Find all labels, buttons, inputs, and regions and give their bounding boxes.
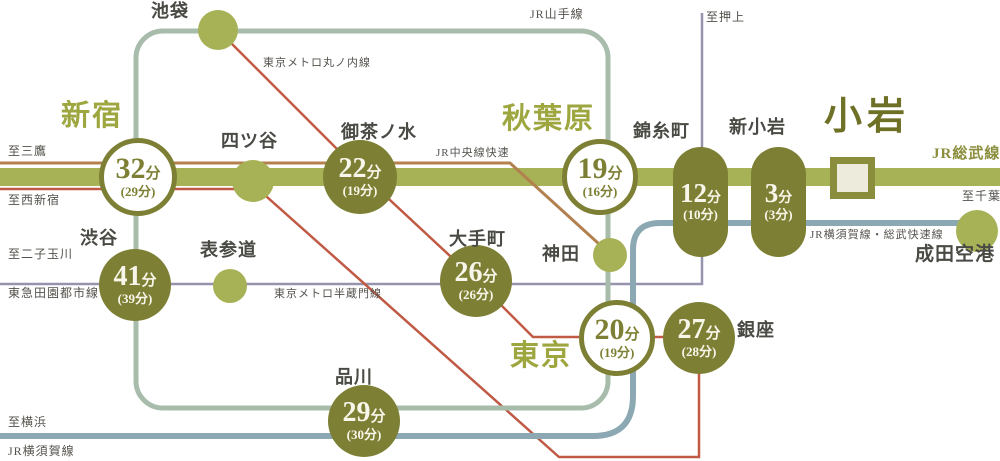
station-label-kanda: 神田 [542,244,580,264]
time-value: 32 [115,151,146,185]
endpoint-label-mitaka: 至三鷹 [8,144,48,158]
station-label-yotsuya: 四ツ谷 [221,131,278,151]
time-unit: 分 [607,165,623,182]
time-alt: (3分) [764,207,793,223]
station-label-shinagawa: 品川 [335,367,373,387]
time-unit: 分 [366,164,382,181]
endpoint-label-oshiage: 至押上 [706,10,746,24]
station-dot-narita-airport [956,210,998,252]
time-value: 20 [594,312,625,346]
station-dot-ikebukuro [198,10,238,50]
time-alt: (26分) [458,286,494,302]
line-label-hanzomon: 東京メトロ半蔵門線 [274,288,382,300]
time-alt: (10分) [683,207,718,223]
station-label-ginza: 銀座 [737,320,775,340]
time-unit: 分 [624,326,640,343]
line-label-chuo-rapid: JR中央線快速 [436,147,510,159]
station-label-shibuya: 渋谷 [80,228,118,248]
station-label-shinjuku: 新宿 [61,100,124,132]
line-label-yokosuka: JR横須賀線 [8,444,75,458]
station-label-kinshicho: 錦糸町 [633,121,690,141]
time-unit: 分 [141,272,157,289]
station-dot-omotesando [213,269,247,303]
time-unit: 分 [705,325,721,342]
time-unit: 分 [370,408,386,425]
station-label-otemachi: 大手町 [449,229,506,249]
station-label-koiwa: 小岩 [824,96,911,138]
endpoint-label-yokohama: 至横浜 [8,415,48,429]
time-alt: (16分) [582,183,618,199]
time-unit: 分 [778,191,793,207]
line-label-sobu: JR総武線 [932,146,1000,162]
time-alt: (19分) [342,182,378,198]
station-label-omotesando: 表参道 [200,240,257,260]
line-label-marunouchi: 東京メトロ丸ノ内線 [263,57,371,69]
station-label-shinkoiwa: 新小岩 [729,117,786,137]
station-label-ikebukuro: 池袋 [151,1,189,21]
time-alt: (39分) [117,290,153,306]
station-dot-yotsuya [232,160,274,202]
time-value: 41 [113,260,142,292]
time-alt: (19分) [599,344,635,360]
time-value: 27 [677,313,706,345]
endpoint-label-futako-tamagawa: 至二子玉川 [8,247,74,261]
time-unit: 分 [707,191,721,207]
line-label-yamanote: JR山手線 [530,7,584,21]
time-value: 29 [342,396,371,428]
station-label-akihabara: 秋葉原 [502,103,596,135]
endpoint-label-nishi-shinjuku: 至西新宿 [8,193,61,207]
station-label-tokyo: 東京 [510,340,573,372]
station-label-narita-airport: 成田空港 [915,244,996,265]
time-alt: (28分) [681,343,717,359]
station-marker-koiwa [830,157,875,199]
line-label-yokosuka-sobu-rapid: JR横須賀線・総武快速線 [810,229,944,241]
time-value: 3 [764,178,779,209]
time-unit: 分 [145,165,161,182]
time-alt: (29分) [120,183,156,199]
endpoint-label-chiba: 至千葉 [962,189,1000,203]
line-label-denentoshi: 東急田園都市線 [8,286,100,300]
time-alt: (30分) [346,426,382,442]
time-value: 26 [454,256,483,288]
time-value: 12 [680,178,707,209]
time-unit: 分 [482,268,498,285]
station-label-ochanomizu: 御茶ノ水 [341,122,417,142]
station-dot-kanda [593,238,627,272]
time-value: 22 [338,152,367,184]
time-value: 19 [577,151,608,185]
line-yokosuka-sobu-rapid [0,220,978,439]
